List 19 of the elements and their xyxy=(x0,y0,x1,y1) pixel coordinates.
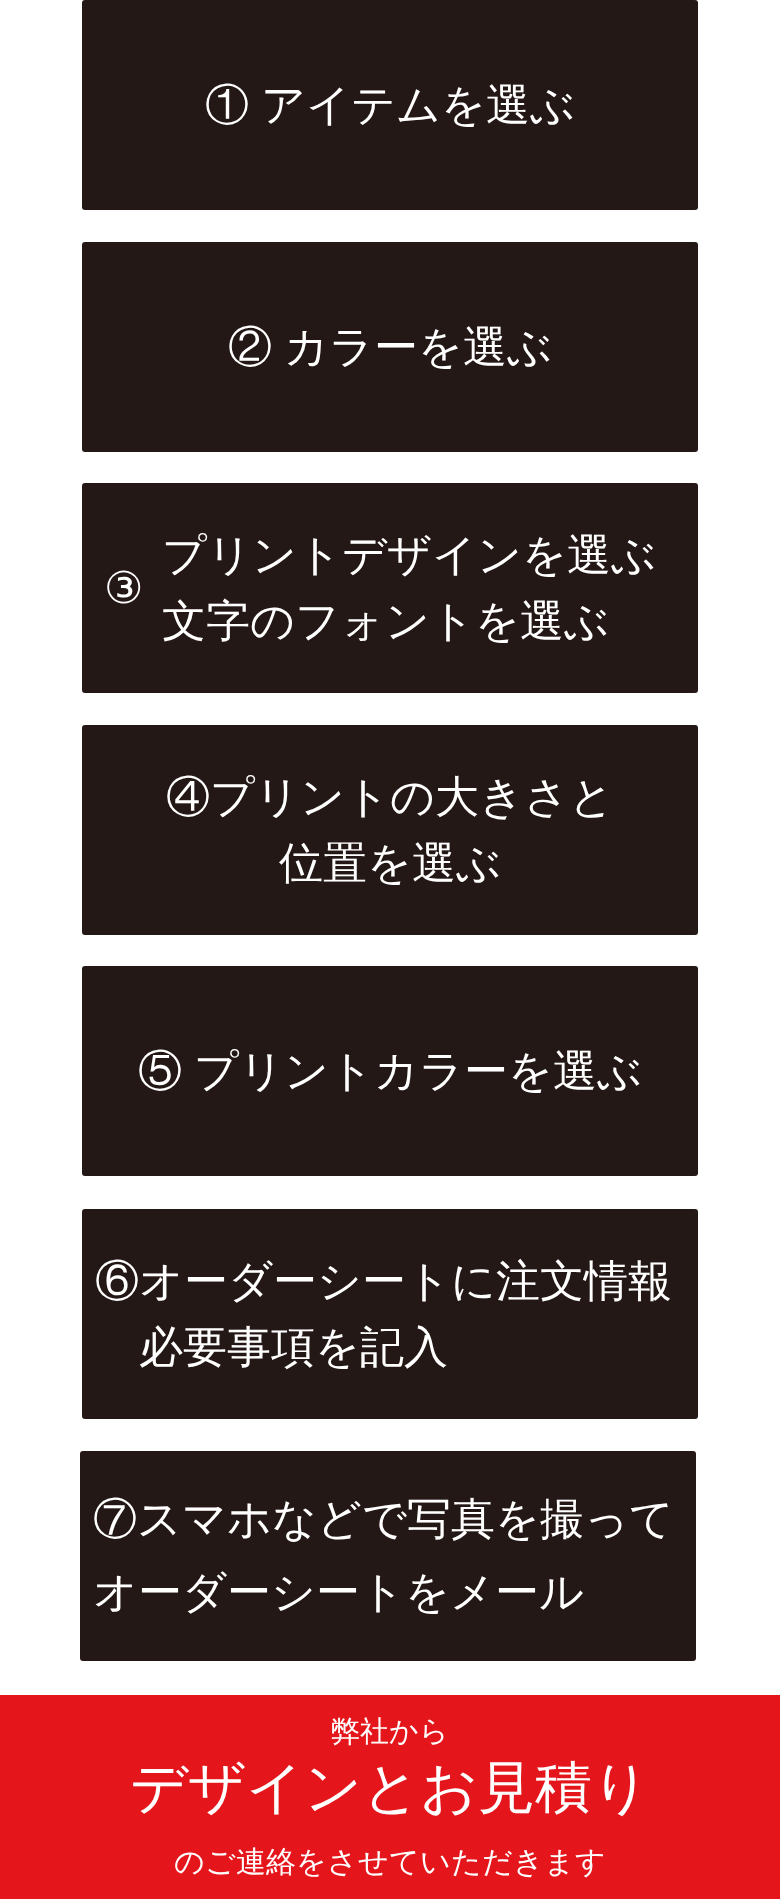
step-text: プリントデザインを選ぶ文字のフォントを選ぶ xyxy=(161,529,657,647)
step-box xyxy=(82,0,698,210)
step-text: ⑥オーダーシートに注文情報必要事項を記入 xyxy=(95,1255,674,1373)
step-box xyxy=(82,1209,698,1419)
step-text: ④プリントの大きさと位置を選ぶ xyxy=(165,771,615,889)
step-box xyxy=(82,725,698,935)
step-number: ③ xyxy=(103,562,143,614)
step-text: ② カラーを選ぶ xyxy=(227,321,553,373)
banner-subtext: 弊社から xyxy=(331,1713,449,1749)
step-box xyxy=(82,242,698,452)
banner-subtext: のご連絡をさせていただきます xyxy=(174,1844,606,1881)
banner-heading: デザインとお見積り xyxy=(130,1754,650,1822)
step-text: ⑤ プリントカラーを選ぶ xyxy=(137,1045,643,1097)
step-box xyxy=(82,483,698,693)
step-text: ① アイテムを選ぶ xyxy=(204,79,576,131)
step-text: ⑦スマホなどで写真を撮ってオーダーシートをメール xyxy=(93,1493,676,1618)
contact-banner xyxy=(0,1695,780,1899)
step-box xyxy=(80,1451,696,1661)
step-box xyxy=(82,966,698,1176)
